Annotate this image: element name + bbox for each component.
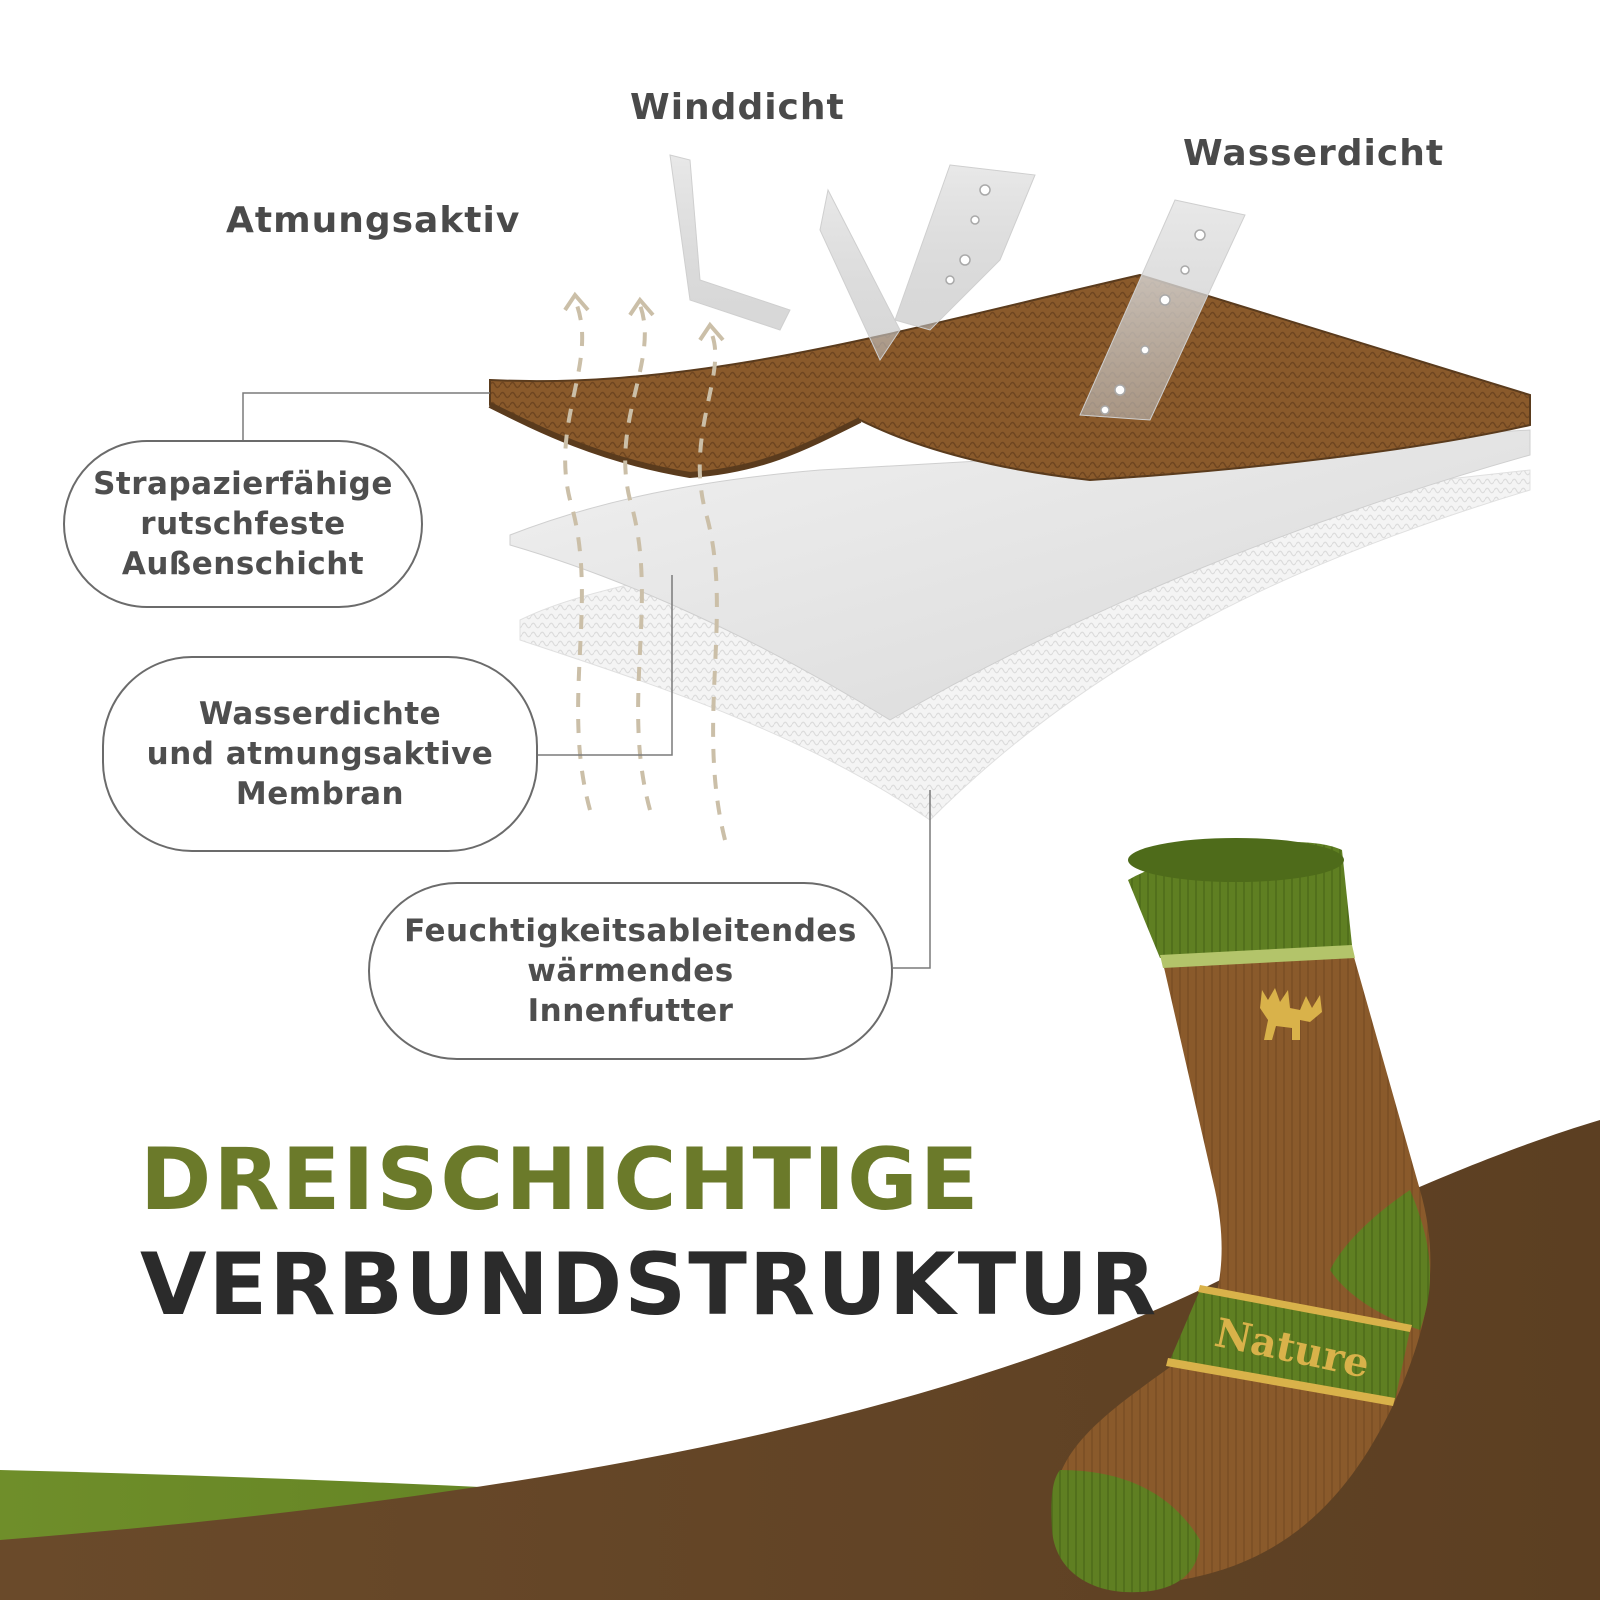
callout-text: rutschfeste	[140, 506, 346, 542]
callout-outer-layer: Strapazierfähige rutschfeste Außenschich…	[63, 440, 423, 608]
callout-inner-lining: Feuchtigkeitsableitendes wärmendes Innen…	[368, 882, 893, 1060]
callout-text: Strapazierfähige	[93, 466, 393, 502]
callout-text: Membran	[235, 776, 405, 812]
callout-text: Innenfutter	[527, 993, 734, 1029]
water-film-strip	[1079, 199, 1246, 421]
water-drop-icon	[945, 184, 1206, 415]
wind-arrow-icon	[669, 154, 791, 331]
breathable-arrow-icon	[563, 299, 727, 841]
membrane-connector	[538, 575, 673, 756]
headline-line-2: VERBUNDSTRUKTUR	[140, 1235, 1159, 1335]
sock-toe	[1051, 1470, 1200, 1593]
callout-text: Außenschicht	[121, 546, 365, 582]
callout-membrane: Wasserdichte und atmungsaktive Membran	[102, 656, 538, 852]
callout-text: Feuchtigkeitsableitendes	[404, 913, 857, 949]
callout-text: wärmendes	[527, 953, 734, 989]
headline-line-1: DREISCHICHTIGE	[140, 1130, 981, 1230]
moose-logo-icon	[1260, 988, 1322, 1040]
feature-waterproof: Wasserdicht	[1183, 133, 1445, 174]
callout-text: und atmungsaktive	[146, 736, 494, 772]
callout-text: Wasserdichte	[198, 696, 442, 732]
inner-connector	[893, 790, 931, 969]
outer-connector	[242, 392, 490, 440]
membrane-layer	[509, 429, 1531, 721]
sock-heel	[1330, 1190, 1430, 1330]
feature-breathable: Atmungsaktiv	[226, 200, 521, 241]
feature-windproof: Winddicht	[630, 87, 845, 128]
